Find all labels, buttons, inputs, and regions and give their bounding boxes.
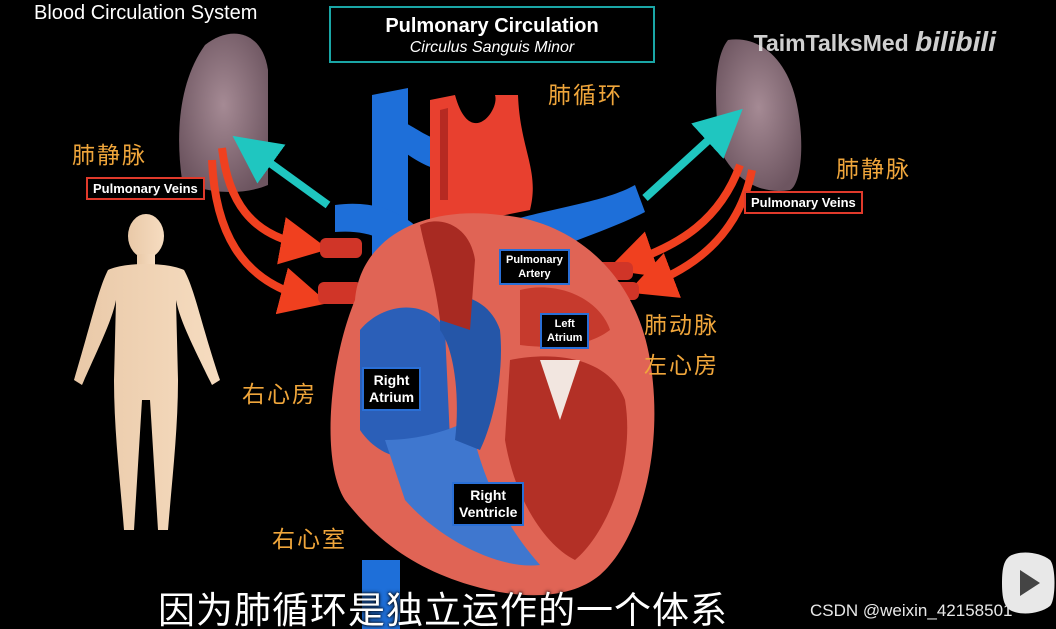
label-cn-pulmonary-circulation: 肺循环 (548, 83, 623, 109)
channel-watermark: TaimTalksMed bilibili (753, 26, 996, 57)
play-icon[interactable] (1000, 548, 1056, 618)
label-cn-pulmonary-vein-right: 肺静脉 (836, 157, 911, 183)
right-lung (716, 39, 802, 191)
label-cn-right-ventricle: 右心室 (272, 527, 347, 553)
video-subtitle: 因为肺循环是独立运作的一个体系 (158, 589, 728, 629)
credit-watermark: CSDN @weixin_42158501 (810, 601, 1013, 620)
title-box: Pulmonary Circulation Circulus Sanguis M… (329, 6, 655, 63)
subtitle-latin: Circulus Sanguis Minor (409, 39, 575, 56)
aorta (430, 95, 533, 230)
title: Pulmonary Circulation (385, 15, 599, 37)
label-cn-pulmonary-artery: 肺动脉 (644, 313, 719, 339)
label-pulmonary-veins-left: Pulmonary Veins (86, 177, 205, 200)
diagram-title: Blood Circulation System (34, 2, 258, 24)
human-body-figure (74, 214, 220, 530)
label-cn-right-atrium: 右心房 (242, 382, 317, 408)
label-pulmonary-veins-right: Pulmonary Veins (744, 191, 863, 214)
left-ventricle-chamber (505, 356, 628, 560)
label-cn-pulmonary-vein-left: 肺静脉 (72, 143, 147, 169)
label-cn-left-atrium: 左心房 (644, 353, 719, 379)
